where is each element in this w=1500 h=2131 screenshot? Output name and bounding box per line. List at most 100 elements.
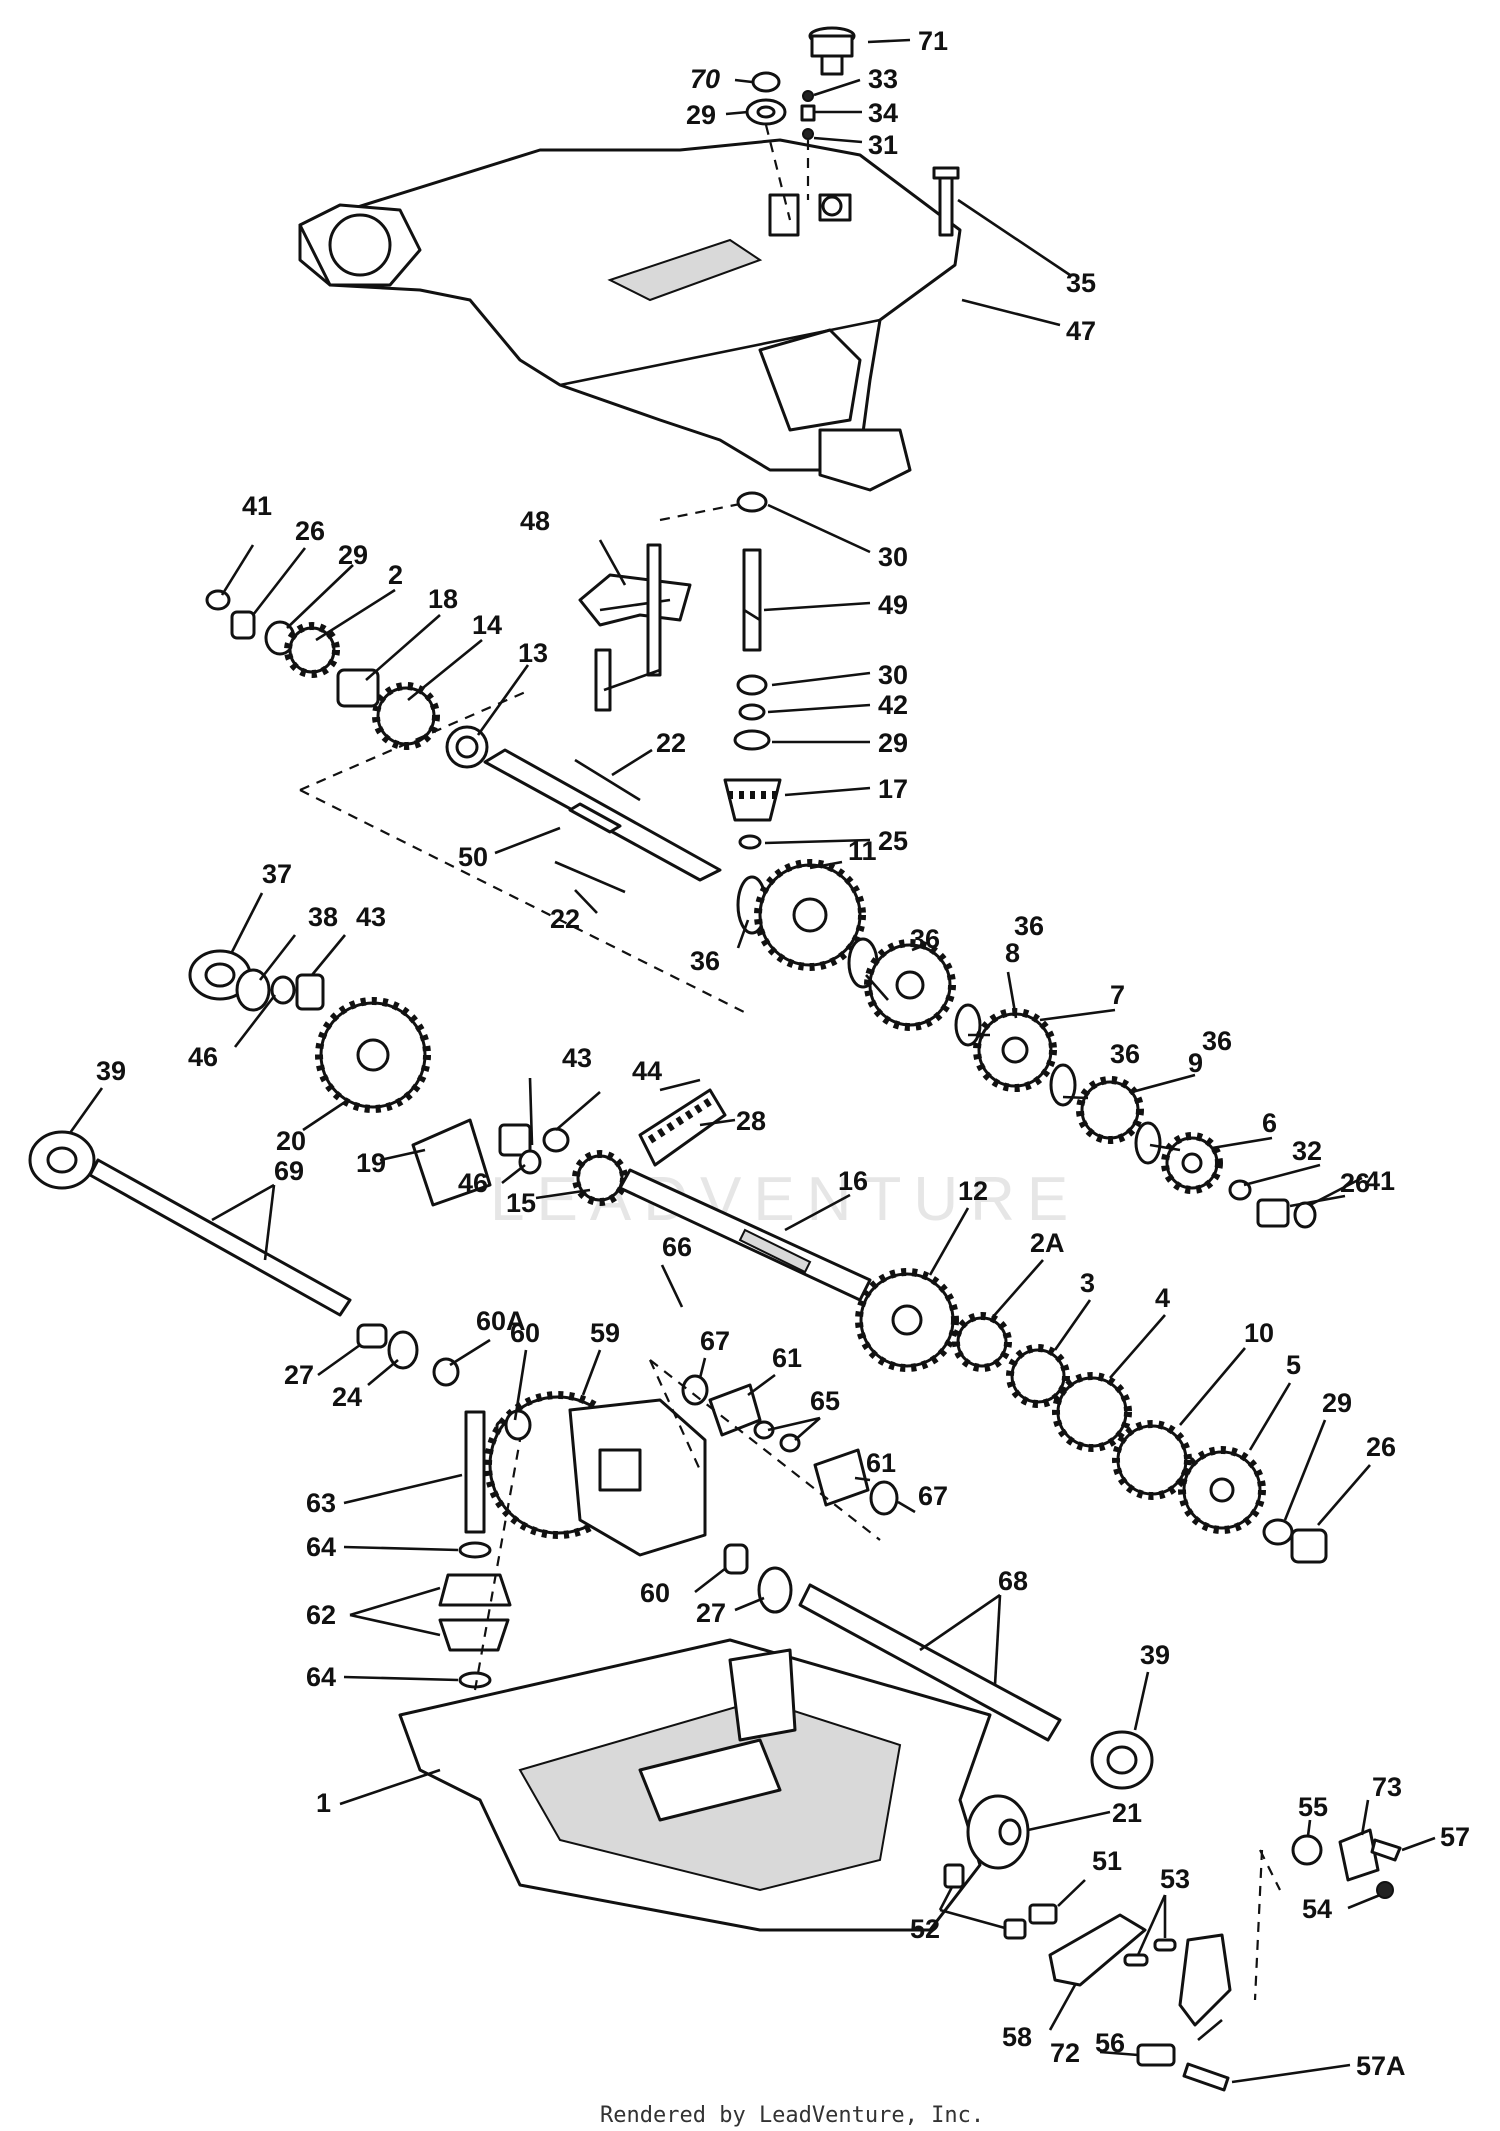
callout-18: 18 <box>428 584 458 614</box>
middle-gear-stack <box>855 1268 1328 1564</box>
left-gear-cluster <box>188 949 727 1207</box>
callout-22: 22 <box>656 728 686 758</box>
callout-73: 73 <box>1372 1772 1402 1802</box>
callout-3: 3 <box>1080 1268 1095 1298</box>
callout-49: 49 <box>878 590 908 620</box>
callout-26: 26 <box>1366 1432 1396 1462</box>
callout-2A: 2A <box>1030 1228 1065 1258</box>
callout-26: 26 <box>295 516 325 546</box>
callout-55: 55 <box>1298 1792 1328 1822</box>
callout-30: 30 <box>878 542 908 572</box>
callout-17: 17 <box>878 774 908 804</box>
upper-housing <box>298 138 962 492</box>
callout-39: 39 <box>1140 1640 1170 1670</box>
callout-20: 20 <box>276 1126 306 1156</box>
callout-29: 29 <box>338 540 368 570</box>
callout-16: 16 <box>838 1166 868 1196</box>
callout-56: 56 <box>1095 2028 1125 2058</box>
differential-assembly <box>438 1264 899 1691</box>
callout-35: 35 <box>1066 268 1096 298</box>
callout-60: 60 <box>510 1318 540 1348</box>
callout-50: 50 <box>458 842 488 872</box>
callout-72: 72 <box>1050 2038 1080 2068</box>
callout-42: 42 <box>878 690 908 720</box>
callout-62: 62 <box>306 1600 336 1630</box>
callout-leaders <box>68 38 1436 2084</box>
callout-70: 70 <box>690 64 720 94</box>
callout-61: 61 <box>866 1448 896 1478</box>
callout-29: 29 <box>878 728 908 758</box>
callout-21: 21 <box>1112 1798 1142 1828</box>
callout-15: 15 <box>506 1188 536 1218</box>
callout-53: 53 <box>1160 1864 1190 1894</box>
callout-57: 57 <box>1440 1822 1470 1852</box>
footer-credit: Rendered by LeadVenture, Inc. <box>600 2103 984 2128</box>
callout-10: 10 <box>1244 1318 1274 1348</box>
callout-29: 29 <box>686 100 716 130</box>
callout-22: 22 <box>550 904 580 934</box>
callout-48: 48 <box>520 506 550 536</box>
callout-67: 67 <box>700 1326 730 1356</box>
callout-71: 71 <box>918 26 948 56</box>
callout-31: 31 <box>868 130 898 160</box>
callout-64: 64 <box>306 1532 336 1562</box>
callout-44: 44 <box>632 1056 662 1086</box>
callout-6: 6 <box>1262 1108 1277 1138</box>
upper-shaft-assembly <box>205 589 751 1016</box>
callout-69: 69 <box>274 1156 304 1186</box>
callout-2: 2 <box>388 560 403 590</box>
callout-33: 33 <box>868 64 898 94</box>
callout-65: 65 <box>810 1386 840 1416</box>
callout-38: 38 <box>308 902 338 932</box>
callout-61: 61 <box>772 1343 802 1373</box>
callout-5: 5 <box>1286 1350 1301 1380</box>
callout-36: 36 <box>690 946 720 976</box>
callout-7: 7 <box>1110 980 1125 1010</box>
callout-58: 58 <box>1002 2022 1032 2052</box>
callout-24: 24 <box>332 1382 362 1412</box>
callout-66: 66 <box>662 1232 692 1262</box>
callout-67: 67 <box>918 1481 948 1511</box>
callout-27: 27 <box>696 1598 726 1628</box>
callout-59: 59 <box>590 1318 620 1348</box>
callout-34: 34 <box>868 98 898 128</box>
callout-36: 36 <box>1110 1039 1140 1069</box>
callout-25: 25 <box>878 826 908 856</box>
callout-64: 64 <box>306 1662 336 1692</box>
callout-27: 27 <box>284 1360 314 1390</box>
callout-37: 37 <box>262 859 292 889</box>
lower-housing <box>398 1638 992 1932</box>
callout-1: 1 <box>316 1788 331 1818</box>
callout-41: 41 <box>1365 1166 1395 1196</box>
callout-30: 30 <box>878 660 908 690</box>
callout-32: 32 <box>1292 1136 1322 1166</box>
output-shaft <box>723 1543 1154 1790</box>
callout-8: 8 <box>1005 938 1020 968</box>
callout-46: 46 <box>458 1168 488 1198</box>
callout-54: 54 <box>1302 1894 1332 1924</box>
callout-29: 29 <box>1322 1388 1352 1418</box>
callout-60: 60 <box>640 1578 670 1608</box>
callout-36: 36 <box>910 924 940 954</box>
callout-9: 9 <box>1188 1048 1203 1078</box>
right-gear-stack <box>736 859 1317 1229</box>
callout-43: 43 <box>356 902 386 932</box>
callout-4: 4 <box>1155 1283 1170 1313</box>
callout-68: 68 <box>998 1566 1028 1596</box>
callout-12: 12 <box>958 1176 988 1206</box>
top-fasteners <box>745 26 960 237</box>
shift-lever-assembly <box>943 1794 1402 2092</box>
callout-19: 19 <box>356 1148 386 1178</box>
callout-41: 41 <box>242 491 272 521</box>
callout-46: 46 <box>188 1042 218 1072</box>
callout-26: 26 <box>1340 1168 1370 1198</box>
callout-28: 28 <box>736 1106 766 1136</box>
callout-36: 36 <box>1202 1026 1232 1056</box>
callout-57A: 57A <box>1356 2051 1406 2081</box>
callout-11: 11 <box>848 836 877 866</box>
shift-assembly <box>578 491 782 850</box>
callout-43: 43 <box>562 1043 592 1073</box>
callout-14: 14 <box>472 610 502 640</box>
callout-47: 47 <box>1066 316 1096 346</box>
